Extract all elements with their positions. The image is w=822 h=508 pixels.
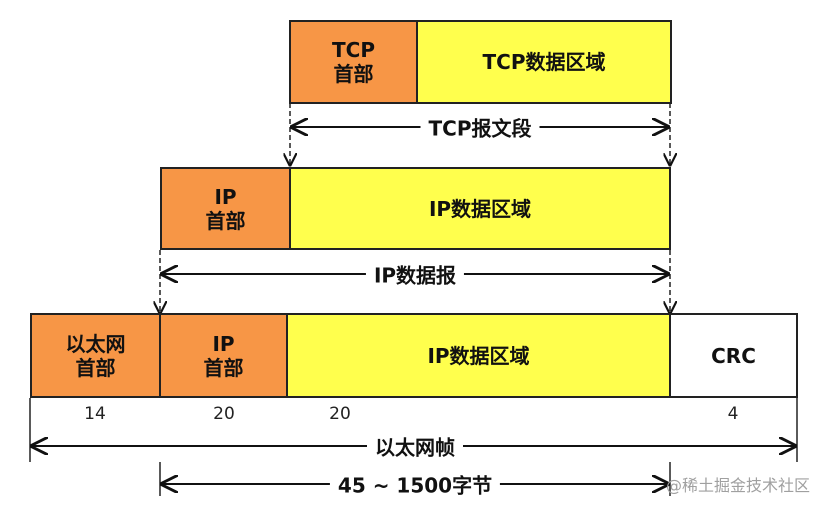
ip-data-block: IP数据区域 <box>289 167 671 250</box>
crc-block: CRC <box>669 313 798 398</box>
ip-header-block: IP 首部 <box>160 167 291 250</box>
frame-ip-header-block: IP 首部 <box>159 313 288 398</box>
frame-ip-data-block: IP数据区域 <box>286 313 671 398</box>
size-ip-header: 20 <box>213 404 235 424</box>
ethernet-header-block: 以太网 首部 <box>30 313 161 398</box>
watermark: @稀土掘金技术社区 <box>665 476 810 495</box>
tcp-segment-label: TCP报文段 <box>420 112 540 142</box>
tcp-header-block: TCP 首部 <box>289 20 418 104</box>
tcp-data-block: TCP数据区域 <box>416 20 672 104</box>
size-ethernet-header: 14 <box>84 404 106 424</box>
ip-datagram-label: IP数据报 <box>365 259 465 289</box>
size-tcp-header: 20 <box>329 404 351 424</box>
size-crc: 4 <box>727 404 739 424</box>
ethernet-frame-label: 以太网帧 <box>367 431 463 461</box>
payload-size-label: 45 ~ 1500字节 <box>329 469 501 499</box>
